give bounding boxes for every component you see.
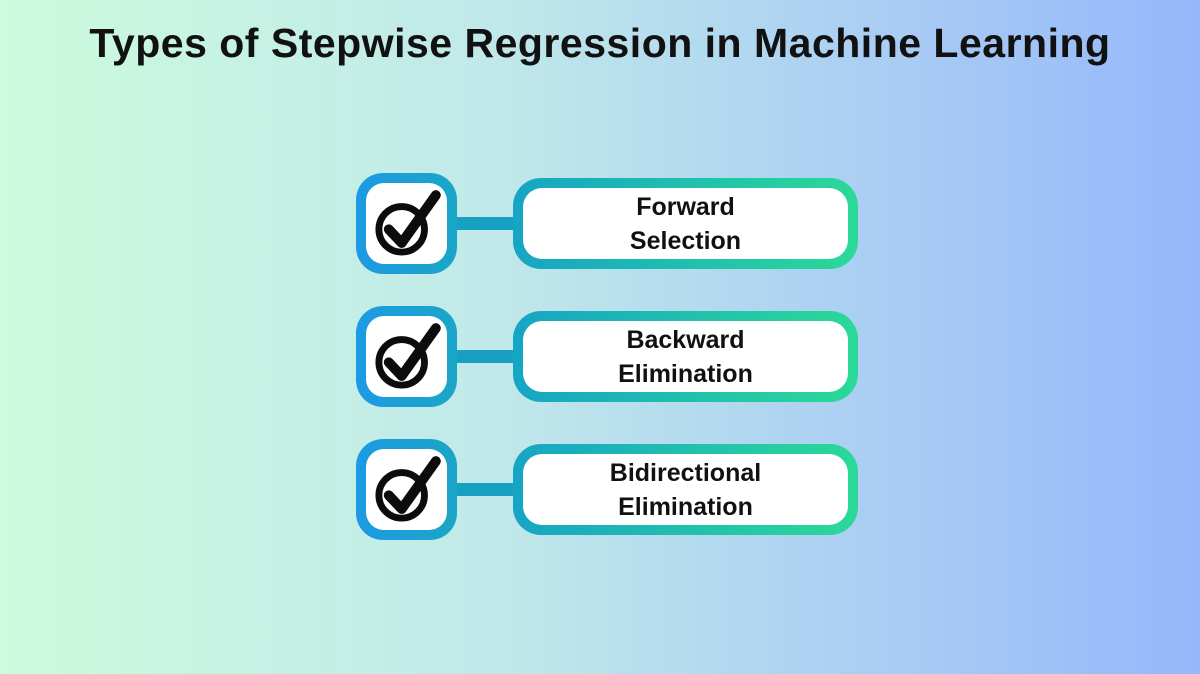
type-label-line-1: Bidirectional (609, 458, 762, 487)
type-label-box: Bidirectional Elimination (513, 444, 858, 535)
check-icon-box (356, 306, 457, 407)
check-icon-box (356, 439, 457, 540)
type-label-line-2: Selection (629, 226, 742, 255)
check-icon-box-inner (366, 449, 447, 530)
type-label-box: Forward Selection (513, 178, 858, 269)
check-circle-icon (374, 455, 441, 522)
type-label-box: Backward Elimination (513, 311, 858, 402)
type-label-line-2: Elimination (618, 359, 753, 388)
check-icon-box-inner (366, 316, 447, 397)
stepwise-type-row: Bidirectional Elimination (356, 439, 858, 540)
stepwise-type-row: Forward Selection (356, 173, 858, 274)
type-label-box-inner: Forward Selection (523, 188, 848, 259)
type-label-line-1: Forward (636, 192, 735, 221)
type-label-box-inner: Bidirectional Elimination (523, 454, 848, 525)
check-circle-icon (374, 322, 441, 389)
stepwise-type-row: Backward Elimination (356, 306, 858, 407)
page-title: Types of Stepwise Regression in Machine … (89, 20, 1111, 66)
check-icon-box (356, 173, 457, 274)
type-label-line-1: Backward (626, 325, 745, 354)
check-icon-box-inner (366, 183, 447, 264)
type-label-box-inner: Backward Elimination (523, 321, 848, 392)
check-circle-icon (374, 189, 441, 256)
type-label-line-2: Elimination (618, 492, 753, 521)
